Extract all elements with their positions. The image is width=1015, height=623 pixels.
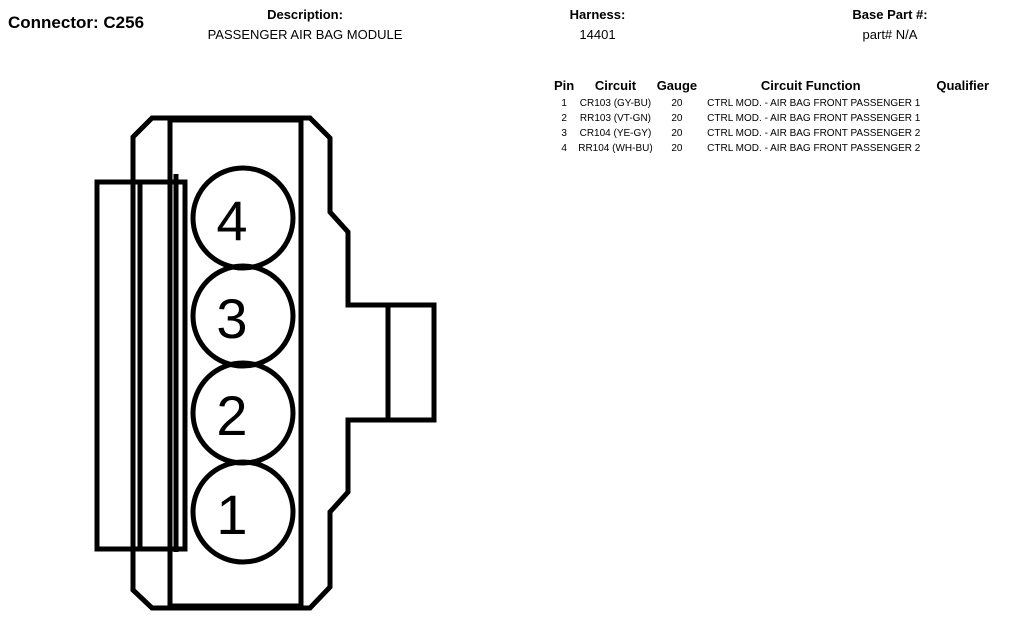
cell-pin: 4 bbox=[561, 143, 567, 154]
cell-pin: 2 bbox=[561, 113, 567, 124]
table-row: 1 CR103 (GY-BU) 20 CTRL MOD. - AIR BAG F… bbox=[552, 97, 991, 112]
pin-label-1: 1 bbox=[216, 483, 247, 546]
cell-gauge: 20 bbox=[671, 128, 683, 139]
pin-label-2: 2 bbox=[216, 384, 247, 447]
column-header-circuit: Circuit bbox=[594, 78, 637, 93]
cell-function: CTRL MOD. - AIR BAG FRONT PASSENGER 2 bbox=[707, 143, 921, 154]
column-header-gauge: Gauge bbox=[656, 78, 698, 93]
cell-circuit: CR103 (GY-BU) bbox=[579, 98, 652, 109]
base-part-label: Base Part #: bbox=[852, 7, 928, 22]
cell-circuit: RR103 (VT-GN) bbox=[579, 113, 652, 124]
column-header-qualifier: Qualifier bbox=[936, 78, 990, 93]
pin-cavity-frame bbox=[167, 117, 304, 609]
pin-label-4: 4 bbox=[216, 189, 247, 252]
pin-label-3: 3 bbox=[216, 287, 247, 350]
connector-title: Connector: C256 bbox=[8, 13, 145, 32]
cell-pin: 1 bbox=[561, 98, 567, 109]
column-header-function: Circuit Function bbox=[760, 78, 861, 93]
description-block: Description: PASSENGER AIR BAG MODULE bbox=[195, 7, 415, 43]
cell-pin: 3 bbox=[561, 128, 567, 139]
cell-gauge: 20 bbox=[671, 113, 683, 124]
base-part-block: Base Part #: part# N/A bbox=[815, 7, 965, 43]
base-part-value: part# N/A bbox=[862, 27, 918, 42]
connector-housing-outline bbox=[130, 115, 437, 611]
table-row: 4 RR104 (WH-BU) 20 CTRL MOD. - AIR BAG F… bbox=[552, 142, 991, 157]
cell-circuit: RR104 (WH-BU) bbox=[578, 143, 653, 154]
cell-gauge: 20 bbox=[671, 98, 683, 109]
cell-gauge: 20 bbox=[671, 143, 683, 154]
pin-table-header: Pin Circuit Gauge Circuit Function Quali… bbox=[552, 78, 991, 97]
pin-circle-3 bbox=[190, 263, 296, 369]
table-row: 3 CR104 (YE-GY) 20 CTRL MOD. - AIR BAG F… bbox=[552, 127, 991, 142]
description-value: PASSENGER AIR BAG MODULE bbox=[207, 27, 403, 42]
harness-value: 14401 bbox=[579, 27, 616, 42]
cell-function: CTRL MOD. - AIR BAG FRONT PASSENGER 1 bbox=[707, 98, 921, 109]
column-header-pin: Pin bbox=[554, 78, 575, 93]
cell-circuit: CR104 (YE-GY) bbox=[579, 128, 652, 139]
cell-function: CTRL MOD. - AIR BAG FRONT PASSENGER 1 bbox=[707, 113, 921, 124]
table-row: 2 RR103 (VT-GN) 20 CTRL MOD. - AIR BAG F… bbox=[552, 112, 991, 127]
pin-table: Pin Circuit Gauge Circuit Function Quali… bbox=[552, 78, 991, 157]
cell-function: CTRL MOD. - AIR BAG FRONT PASSENGER 2 bbox=[707, 128, 921, 139]
pin-circle-1 bbox=[190, 459, 296, 565]
harness-block: Harness: 14401 bbox=[540, 7, 655, 43]
description-label: Description: bbox=[267, 7, 343, 22]
harness-label: Harness: bbox=[569, 7, 626, 22]
